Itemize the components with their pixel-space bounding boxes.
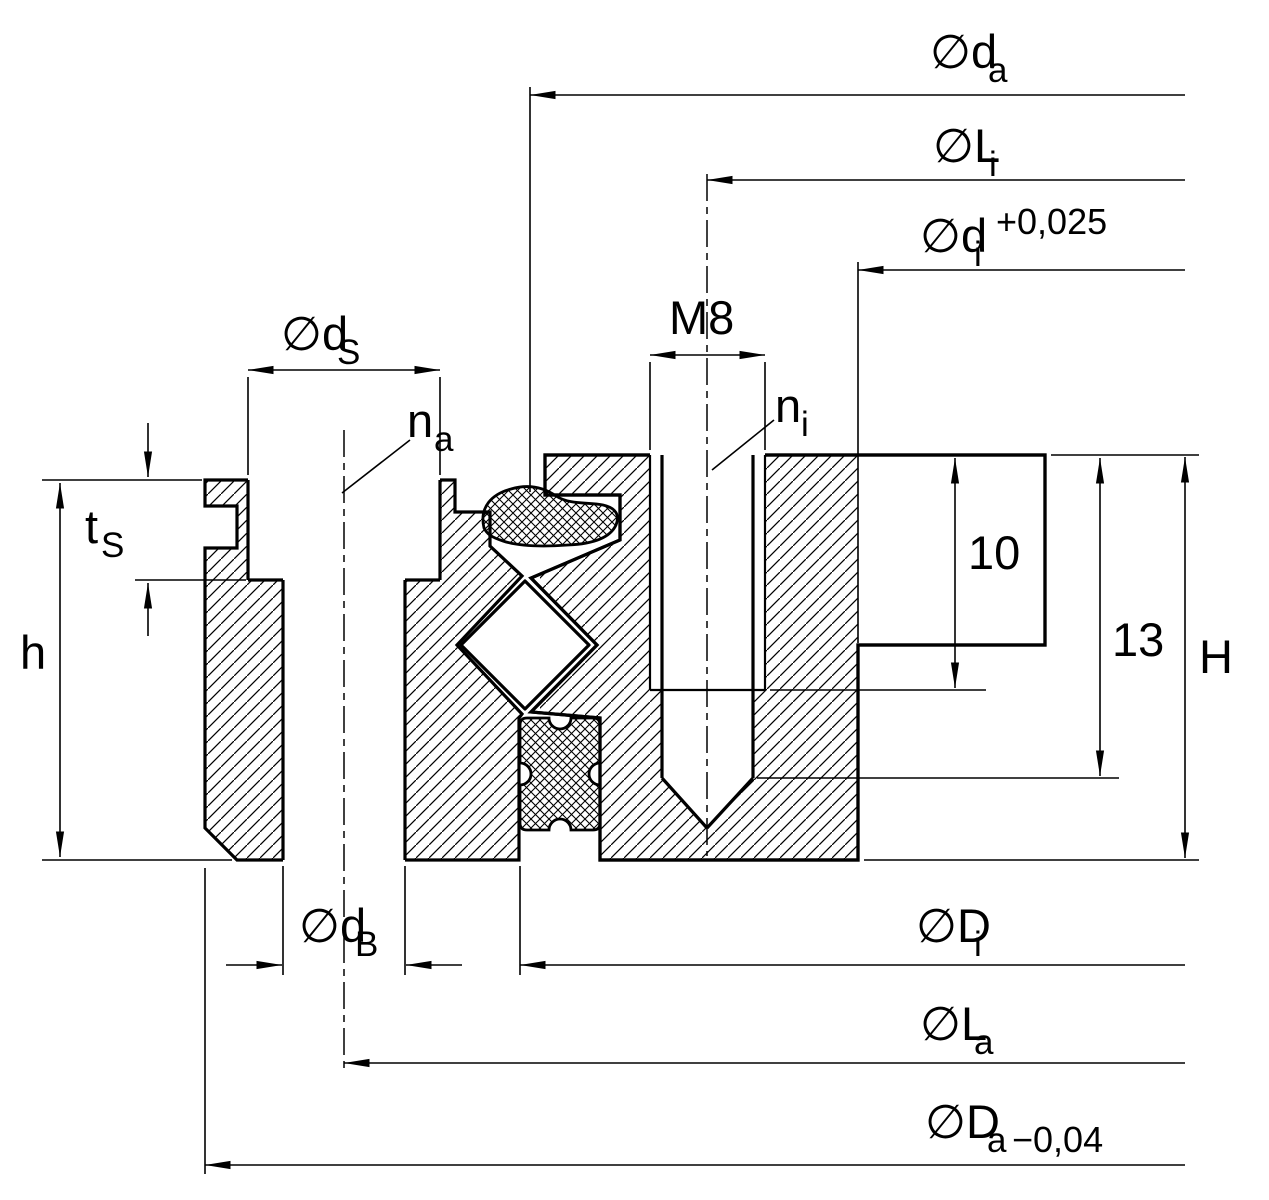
inner-ring-outline [527, 453, 1047, 862]
dimension-labels: ∅d a ∅L i ∅d i +0,025 ∅d S M8 n a n i t [20, 25, 1233, 1160]
svg-text:10: 10 [968, 526, 1020, 579]
label-depth13: 13 [1112, 613, 1164, 666]
svg-text:S: S [101, 526, 124, 565]
label-H: H [1199, 630, 1233, 683]
svg-text:∅d: ∅d [930, 25, 997, 78]
label-m8: M8 [669, 291, 734, 344]
svg-text:t: t [85, 500, 98, 553]
leader-ni [711, 419, 775, 471]
extension-lines [42, 87, 1199, 1174]
svg-text:∅L: ∅L [933, 119, 1000, 172]
svg-text:∅d: ∅d [281, 307, 348, 360]
svg-text:∅d: ∅d [920, 209, 987, 262]
drill-cone-cavity [662, 778, 753, 828]
label-ds: ∅d S [281, 307, 360, 372]
svg-text:a: a [974, 1023, 994, 1062]
svg-text:a: a [988, 51, 1008, 90]
seal-top [481, 485, 619, 548]
svg-text:i: i [989, 145, 997, 184]
label-h: h [20, 626, 46, 679]
seal-bottom [518, 716, 602, 832]
label-di: ∅d i +0,025 [920, 201, 1107, 274]
label-db: ∅d B [299, 899, 378, 964]
ext-m8 [649, 362, 766, 450]
ext-db [282, 866, 406, 975]
counterbore-edges [246, 480, 442, 860]
svg-text:∅d: ∅d [299, 899, 366, 952]
label-Li: ∅L i [933, 119, 1000, 184]
svg-text:∅D: ∅D [925, 1095, 1000, 1148]
svg-text:i: i [974, 925, 982, 964]
svg-text:∅L: ∅L [920, 997, 987, 1050]
svg-text:13: 13 [1112, 613, 1164, 666]
label-da: ∅d a [930, 25, 1008, 90]
svg-text:−0,04: −0,04 [1012, 1119, 1103, 1160]
svg-text:a: a [987, 1121, 1007, 1160]
svg-text:h: h [20, 626, 46, 679]
svg-text:B: B [355, 925, 378, 964]
svg-text:i: i [801, 405, 809, 444]
label-ni: n i [775, 379, 809, 444]
label-na: n a [407, 394, 454, 459]
svg-text:i: i [974, 235, 982, 274]
label-depth10: 10 [968, 526, 1020, 579]
svg-text:∅D: ∅D [916, 899, 991, 952]
svg-text:S: S [337, 333, 360, 372]
svg-text:n: n [775, 379, 801, 432]
svg-text:H: H [1199, 630, 1233, 683]
roller-section [459, 579, 591, 711]
svg-text:M8: M8 [669, 291, 734, 344]
ext-ds [247, 377, 441, 475]
label-Da: ∅D a −0,04 [925, 1095, 1103, 1160]
svg-text:a: a [434, 420, 454, 459]
leader-na [341, 439, 411, 494]
label-La: ∅L a [920, 997, 994, 1062]
svg-text:+0,025: +0,025 [996, 201, 1107, 242]
dimension-lines [55, 90, 1190, 1170]
ext-H [864, 454, 1199, 861]
label-ts: t S [85, 500, 124, 565]
svg-text:n: n [407, 394, 433, 447]
drill-edges [660, 455, 755, 830]
label-Di: ∅D i [916, 899, 991, 964]
